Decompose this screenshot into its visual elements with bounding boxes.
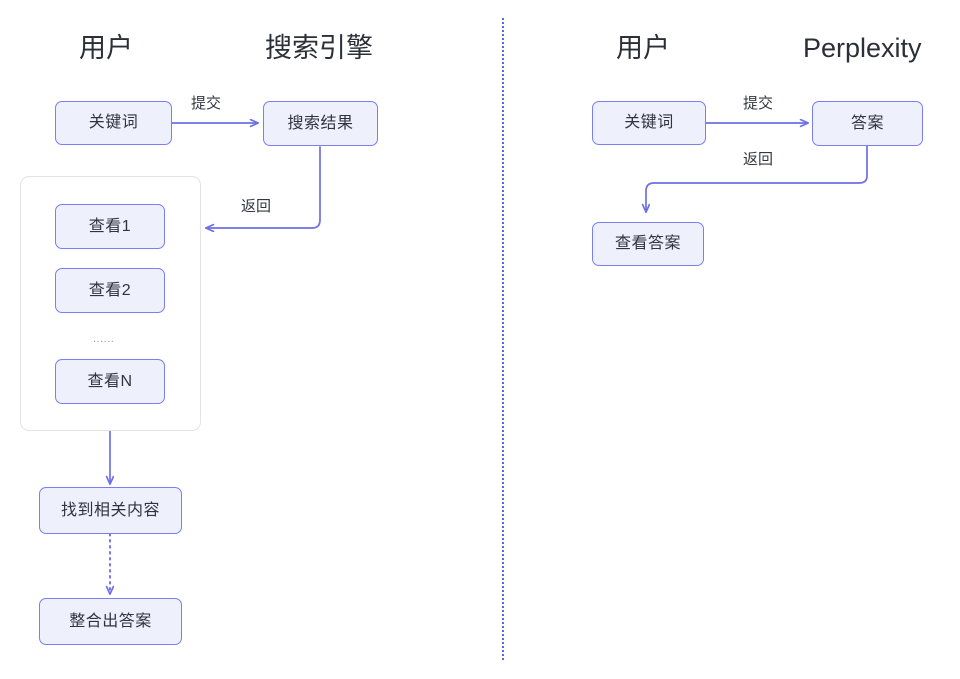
left-node-view-2[interactable]: 查看2 <box>55 268 165 313</box>
right-title-brand: Perplexity <box>803 33 922 63</box>
right-edge-label-submit: 提交 <box>743 95 774 112</box>
left-edge-label-return: 返回 <box>241 198 272 215</box>
right-node-keyword[interactable]: 关键词 <box>592 101 706 145</box>
left-node-view-n[interactable]: 查看N <box>55 359 165 404</box>
left-node-view-1[interactable]: 查看1 <box>55 204 165 249</box>
edge-left-return <box>206 146 321 228</box>
left-node-search-results[interactable]: 搜索结果 <box>263 101 378 146</box>
left-edge-label-submit: 提交 <box>191 95 222 112</box>
left-node-keyword[interactable]: 关键词 <box>55 101 172 145</box>
right-edge-label-return: 返回 <box>743 151 774 168</box>
left-node-found-content[interactable]: 找到相关内容 <box>39 487 182 534</box>
right-title-user: 用户 <box>616 33 670 63</box>
left-title-search-engine: 搜索引擎 <box>265 33 373 63</box>
left-node-ellipsis: ...... <box>93 333 115 345</box>
right-node-answer[interactable]: 答案 <box>812 101 923 146</box>
panel-divider <box>502 18 504 660</box>
left-node-synthesize-answer[interactable]: 整合出答案 <box>39 598 182 645</box>
left-title-user: 用户 <box>79 33 133 63</box>
right-node-view-answer[interactable]: 查看答案 <box>592 222 704 266</box>
